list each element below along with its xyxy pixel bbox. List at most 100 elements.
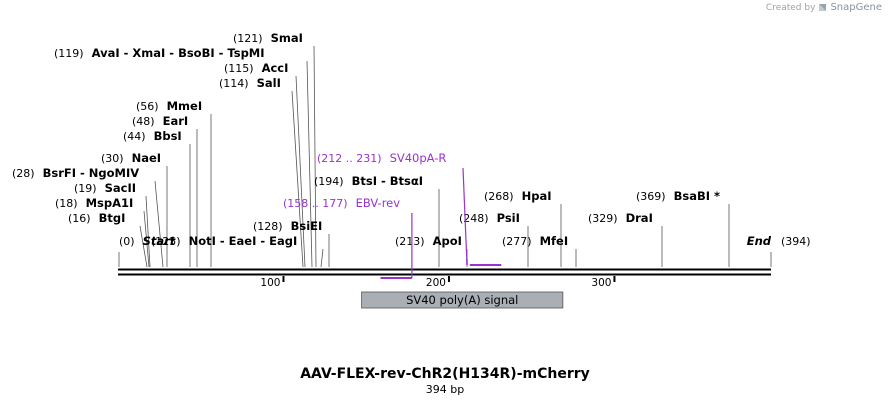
site-name: BsrFI - NgoMIV	[43, 166, 140, 180]
site-name: Start	[143, 234, 176, 248]
site-bsabi: (369) BsaBI *	[636, 189, 720, 203]
feature-sv40-polya: SV40 poly(A) signal	[361, 291, 564, 309]
site-name: PsiI	[497, 211, 520, 225]
site-position: (19)	[74, 182, 97, 195]
site-btgi: (16)BtgI	[68, 211, 125, 225]
site-noti: (125) NotI - EaeI - EagI	[151, 234, 297, 248]
site-position: (329)	[588, 212, 618, 225]
site-position: (44)	[123, 130, 146, 143]
site-position: (369)	[636, 190, 666, 203]
site-name: BbsI	[154, 129, 182, 143]
site-name: End	[747, 234, 772, 248]
site-name: NotI - EaeI - EagI	[189, 234, 298, 248]
features: SV40 poly(A) signal	[361, 291, 564, 309]
enzyme-site-labels: (0) Start (16)BtgI(18) MspA1I(19) SacII (28) B…	[12, 31, 811, 248]
enzyme-leader-lines	[118, 45, 772, 268]
site-name: EarI	[163, 114, 189, 128]
site-name: SmaI	[271, 31, 303, 45]
site-acci: (115)AccI	[224, 61, 288, 75]
site-position: (213)	[395, 235, 425, 248]
site-position: (0)	[119, 235, 135, 248]
primer-name: EBV-rev	[356, 196, 401, 210]
map-title-block: AAV-FLEX-rev-ChR2(H134R)-mCherry 394 bp	[0, 366, 890, 396]
credit-text: Created by	[765, 2, 816, 13]
site-name: HpaI	[522, 189, 552, 203]
site-position: (125)	[151, 235, 181, 248]
leader-mspa1i	[143, 210, 150, 268]
site-naei: (30) NaeI	[101, 151, 161, 165]
site-position: (48)	[132, 115, 155, 128]
primer-leader	[462, 167, 468, 266]
site-position: (248)	[459, 212, 489, 225]
leader-smai	[313, 45, 317, 268]
tick-label: 100	[260, 277, 280, 289]
leader-sacii	[145, 195, 151, 268]
site-position: (115)	[224, 62, 254, 75]
primer-position: (158 .. 177)	[283, 197, 348, 210]
site-name: BsiEI	[291, 219, 323, 233]
site-bbsi: (44) BbsI	[123, 129, 182, 143]
site-name: BtsI - BtsαI	[352, 174, 423, 188]
site-name: MspA1I	[86, 196, 134, 210]
feature-label: SV40 poly(A) signal	[406, 293, 518, 307]
map-title: AAV-FLEX-rev-ChR2(H134R)-mCherry	[300, 366, 590, 382]
site-position: (114)	[219, 77, 249, 90]
site-name: BtgI	[99, 211, 126, 225]
site-position: (18)	[55, 197, 78, 210]
site-name: AvaI - XmaI - BsoBI - TspMI	[92, 46, 265, 60]
site-drai: (329) DraI	[588, 211, 653, 225]
site-bsrfi: (28) BsrFI - NgoMIV	[12, 166, 139, 180]
site-position: (56)	[136, 100, 159, 113]
site-name: ApoI	[433, 234, 462, 248]
primers: (158 .. 177) EBV-rev (212 .. 231) SV40pA-R	[283, 151, 502, 279]
site-mspa1i: (18) MspA1I	[55, 196, 133, 210]
site-name: DraI	[626, 211, 653, 225]
site-position: (268)	[484, 190, 514, 203]
site-position: (30)	[101, 152, 124, 165]
leader-acci	[295, 75, 306, 268]
site-position: (394)	[781, 235, 811, 248]
credit-line: Created by SnapGene	[766, 2, 882, 13]
site-mfei: (277) MfeI	[502, 234, 568, 248]
site-name: SacII	[105, 181, 136, 195]
site-position: (28)	[12, 167, 35, 180]
primer-ebv-rev: (158 .. 177) EBV-rev	[283, 196, 413, 279]
tick-label: 300	[591, 277, 611, 289]
snapgene-logo-icon	[818, 3, 827, 12]
site-name: BsaBI *	[674, 189, 720, 203]
primer-name: SV40pA-R	[390, 151, 447, 165]
plasmid-map: (0) Start (16)BtgI(18) MspA1I(19) SacII (28) B…	[12, 31, 811, 309]
leader-noti	[320, 248, 324, 268]
site-start: (0) Start	[119, 234, 176, 248]
site-name: SalI	[257, 76, 281, 90]
site-name: MfeI	[540, 234, 569, 248]
leader-btgi	[139, 225, 148, 268]
credit-brand: SnapGene	[830, 2, 882, 13]
leader-bsrfi	[154, 180, 164, 268]
site-psii: (248) PsiI	[459, 211, 520, 225]
site-position: (194)	[314, 175, 344, 188]
site-position: (121)	[233, 32, 263, 45]
site-name: NaeI	[132, 151, 161, 165]
site-name: MmeI	[167, 99, 203, 113]
site-end: End (394)	[747, 234, 811, 248]
site-smai: (121) SmaI	[233, 31, 303, 45]
site-bsiei: (128) BsiEI	[253, 219, 322, 233]
primer-sv40pa-r: (212 .. 231) SV40pA-R	[317, 151, 502, 266]
site-sacii: (19) SacII	[74, 181, 136, 195]
feature-box	[361, 291, 564, 309]
site-btsi: (194) BtsI - BtsαI	[314, 174, 423, 188]
map-length: 394 bp	[425, 383, 465, 396]
site-apoi: (213) ApoI	[395, 234, 462, 248]
site-hpai: (268) HpaI	[484, 189, 552, 203]
site-position: (277)	[502, 235, 532, 248]
tick-label: 200	[426, 277, 446, 289]
site-position: (128)	[253, 220, 283, 233]
site-eari: (48) EarI	[132, 114, 188, 128]
site-position: (119)	[54, 47, 84, 60]
site-sali: (114) SalI	[219, 76, 281, 90]
leader-sali	[291, 90, 304, 268]
primer-position: (212 .. 231)	[317, 152, 382, 165]
ruler-ticks: 100 200 300	[260, 276, 616, 289]
leader-avai	[306, 60, 313, 268]
